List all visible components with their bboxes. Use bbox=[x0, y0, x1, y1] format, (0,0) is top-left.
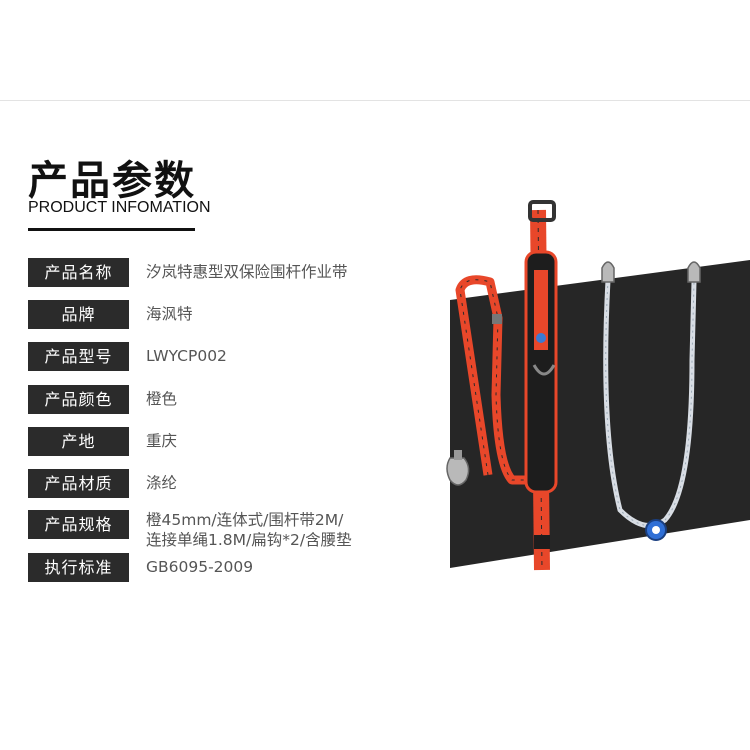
spec-value-line: 连接单绳1.8M/扁钩*2/含腰垫 bbox=[146, 531, 352, 549]
side-d-ring bbox=[532, 364, 556, 376]
spec-table: 产品名称 汐岚特惠型双保险围杆作业带 品牌 海沨特 产品型号 LWYCP002 … bbox=[28, 0, 428, 750]
triangle-ring-hole bbox=[652, 526, 660, 534]
spec-row-material: 产品材质 涤纶 bbox=[28, 469, 177, 498]
strap-buckle bbox=[492, 314, 502, 324]
spec-value: 重庆 bbox=[146, 432, 178, 450]
left-hook-link bbox=[454, 450, 462, 460]
spec-value: LWYCP002 bbox=[146, 347, 227, 365]
right-hook-1 bbox=[601, 261, 615, 283]
spec-label: 执行标准 bbox=[28, 553, 129, 582]
spec-row-model: 产品型号 LWYCP002 bbox=[28, 342, 227, 371]
safety-belt-illustration bbox=[446, 200, 750, 571]
spec-row-standard: 执行标准 GB6095-2009 bbox=[28, 553, 253, 582]
spec-row-specification: 产品规格 橙45mm/连体式/围杆带2M/ 连接单绳1.8M/扁钩*2/含腰垫 bbox=[28, 510, 352, 550]
spec-value: 涤纶 bbox=[146, 474, 178, 492]
top-d-ring bbox=[528, 200, 556, 222]
lanyard-rope-twist bbox=[605, 279, 695, 527]
left-snap-hook bbox=[446, 457, 470, 486]
spec-row-origin: 产地 重庆 bbox=[28, 427, 177, 456]
spec-value-line: 橙45mm/连体式/围杆带2M/ bbox=[146, 511, 344, 529]
belt-tip bbox=[534, 535, 550, 549]
spec-label: 品牌 bbox=[28, 300, 129, 329]
spec-value: 汐岚特惠型双保险围杆作业带 bbox=[146, 263, 348, 281]
page-title: 产品参数 bbox=[28, 158, 196, 204]
page-subtitle: PRODUCT INFOMATION bbox=[28, 199, 211, 216]
spec-value: GB6095-2009 bbox=[146, 558, 254, 576]
spec-label: 产品型号 bbox=[28, 342, 129, 371]
spec-row-name: 产品名称 汐岚特惠型双保险围杆作业带 bbox=[28, 258, 348, 287]
spec-row-color: 产品颜色 橙色 bbox=[28, 385, 177, 414]
spec-value: 橙色 bbox=[146, 390, 178, 408]
spec-row-brand: 品牌 海沨特 bbox=[28, 300, 193, 329]
spec-label: 产品规格 bbox=[28, 510, 129, 539]
spec-label: 产品颜色 bbox=[28, 385, 129, 414]
spec-label: 产品材质 bbox=[28, 469, 129, 498]
pad-label bbox=[534, 270, 548, 350]
spec-label: 产品名称 bbox=[28, 258, 129, 287]
product-image bbox=[430, 190, 750, 580]
right-hook-2 bbox=[687, 261, 701, 283]
spec-value: 橙45mm/连体式/围杆带2M/ 连接单绳1.8M/扁钩*2/含腰垫 bbox=[146, 510, 352, 550]
pad-badge bbox=[536, 333, 546, 343]
title-underline bbox=[28, 228, 195, 231]
top-divider bbox=[0, 100, 750, 101]
spec-value: 海沨特 bbox=[146, 305, 193, 323]
spec-label: 产地 bbox=[28, 427, 129, 456]
